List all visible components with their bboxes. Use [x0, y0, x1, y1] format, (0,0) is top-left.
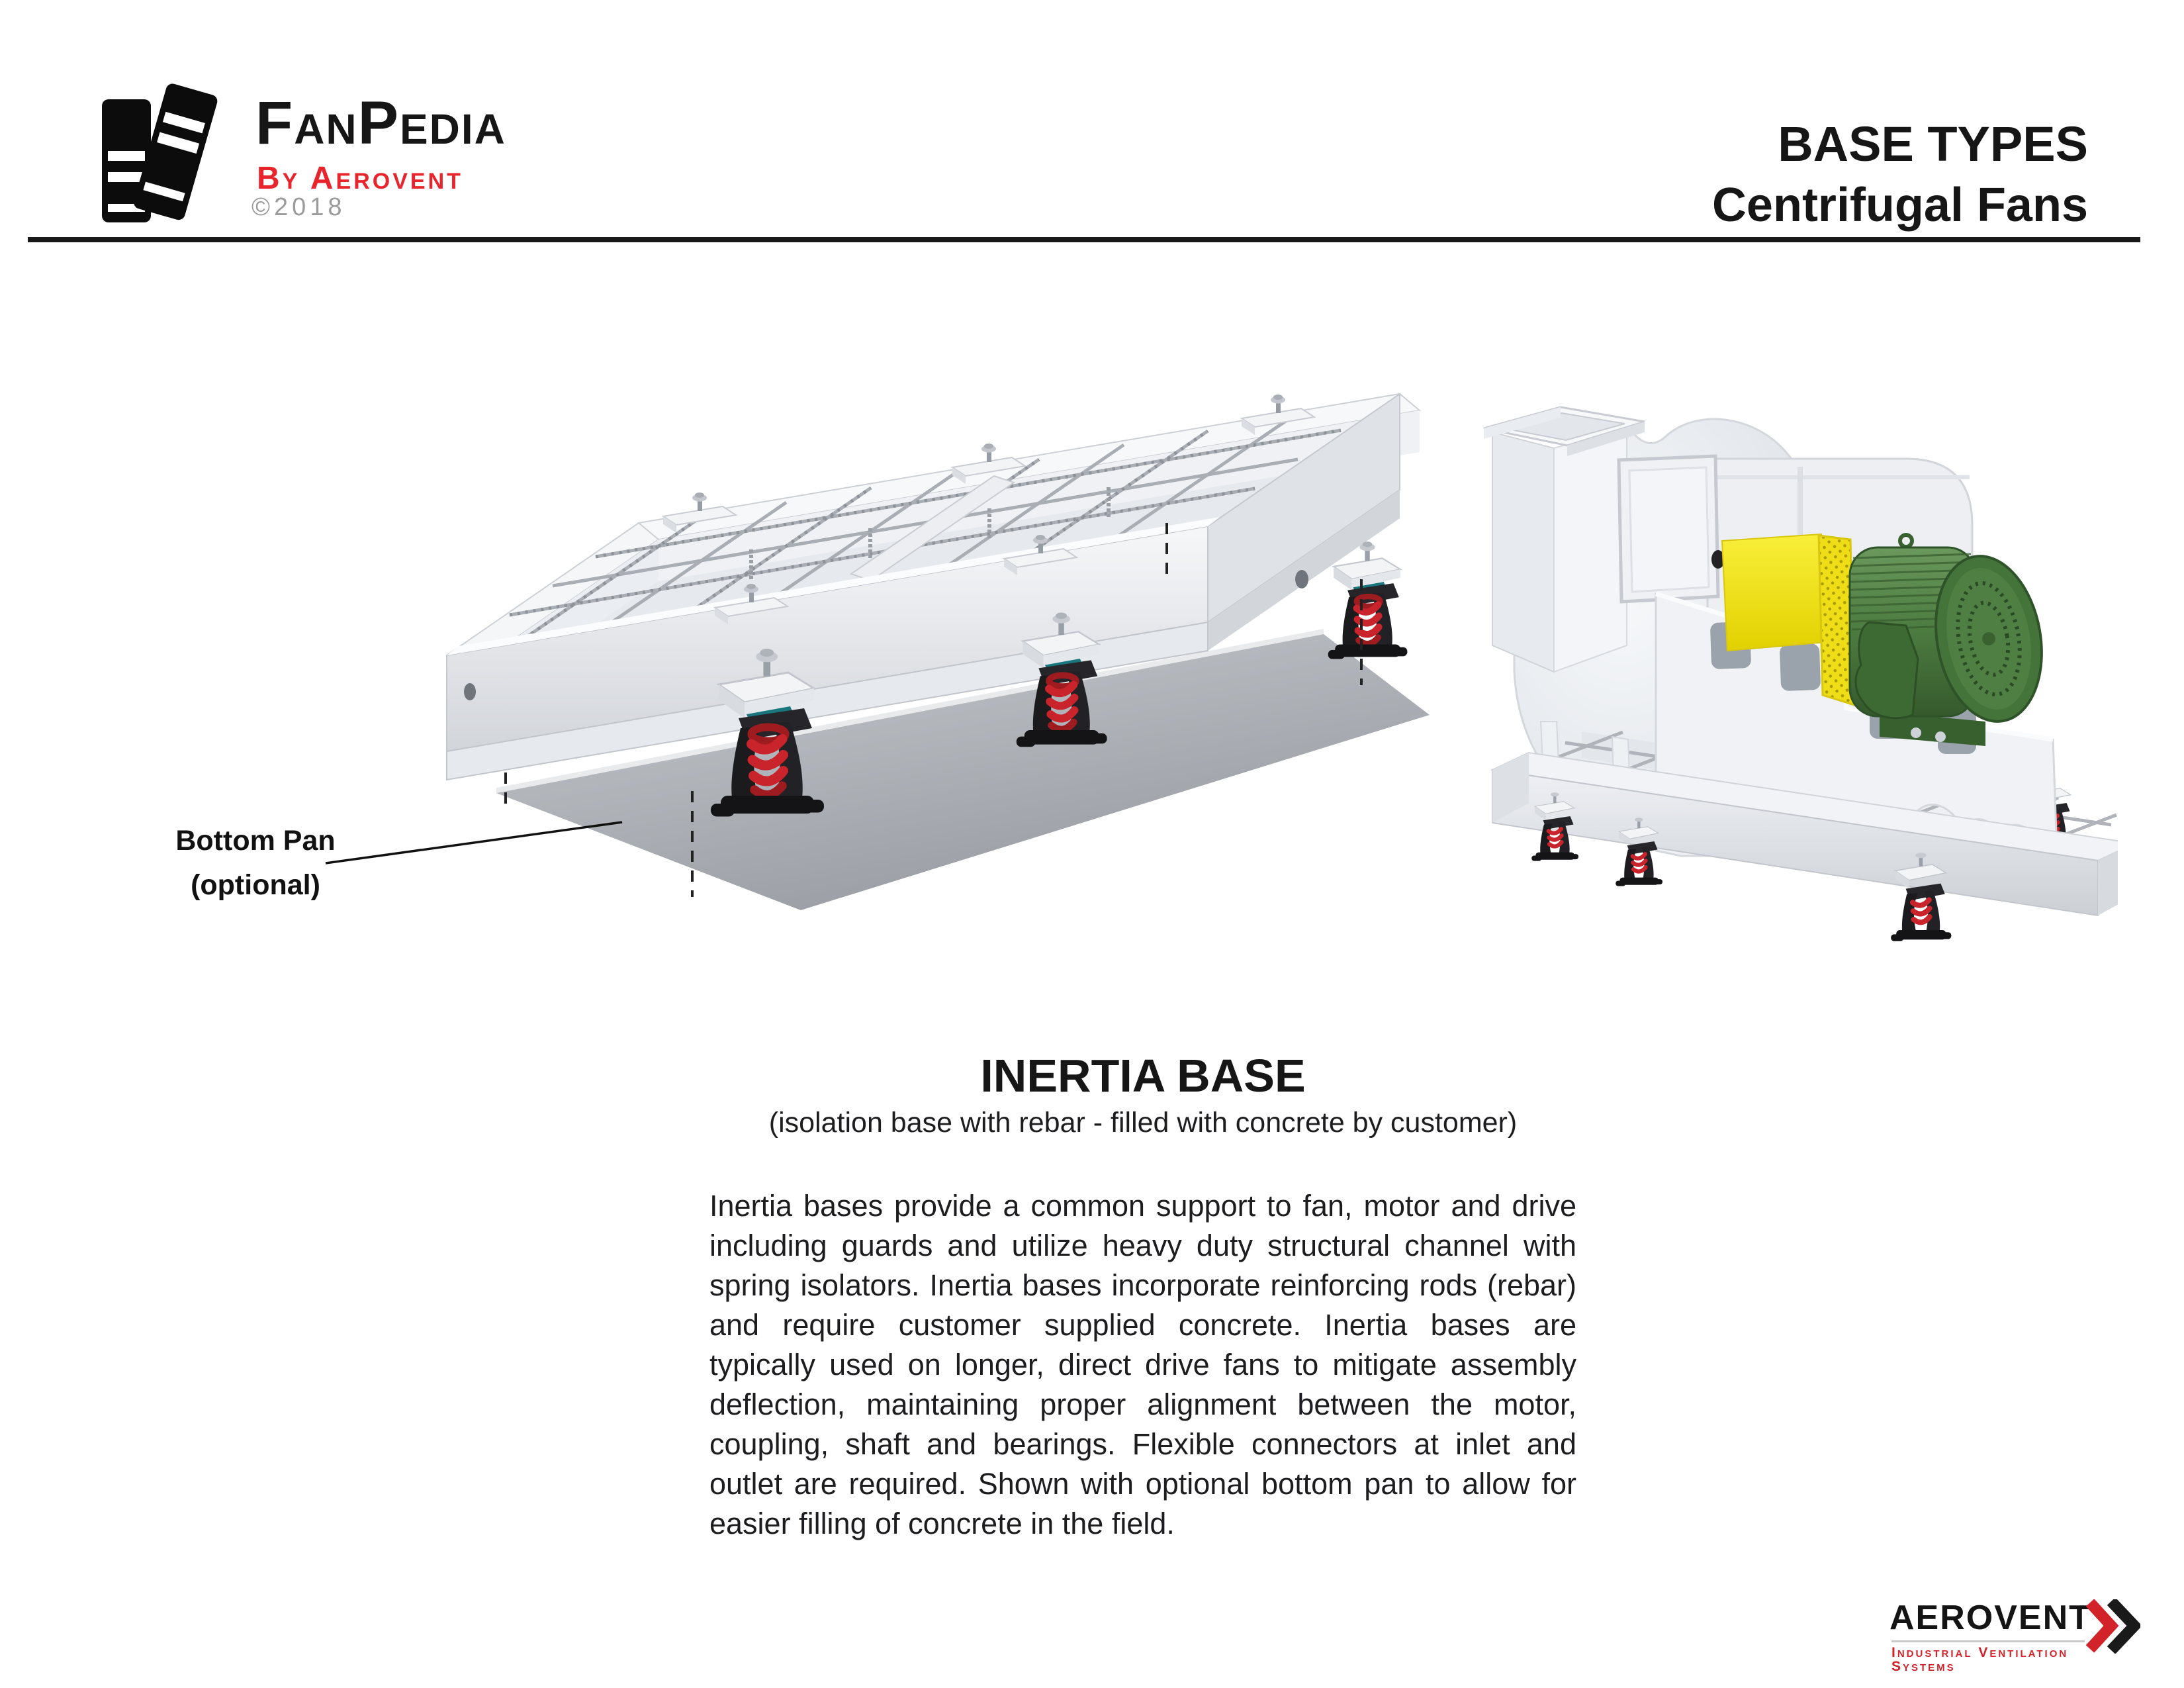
motor-conduit-box — [1854, 621, 1919, 720]
header-divider — [28, 237, 2140, 242]
near-rail — [446, 517, 1220, 781]
double-chevron-right-icon — [2086, 1599, 2140, 1654]
coupling-guard — [1711, 533, 1856, 707]
bottom-pan-callout: Bottom Pan (optional) — [150, 819, 361, 908]
footer-divider — [1891, 1640, 2085, 1642]
motor — [1848, 533, 2043, 746]
brand-title: FanPedia — [255, 89, 506, 157]
section-heading: INERTIA BASE — [980, 1050, 1306, 1102]
footer-brand: AEROVENT — [1889, 1599, 2091, 1637]
callout-line1: Bottom Pan — [175, 825, 336, 857]
rebar-texture — [509, 428, 1342, 640]
anchor-studs — [749, 485, 1111, 579]
bottom-pan — [496, 629, 1430, 910]
brand-copyright: ©2018 — [251, 193, 346, 221]
inertia-base-illustration — [407, 381, 1453, 996]
section-body-paragraph: Inertia bases provide a common support t… — [709, 1189, 1576, 1540]
callout-line2: (optional) — [191, 869, 320, 901]
section-subheading: (isolation base with rebar - filled with… — [768, 1107, 1518, 1139]
footer-tagline: Industrial Ventilation Systems — [1891, 1645, 2069, 1674]
doc-title-line1: BASE TYPES — [1778, 117, 2088, 171]
base-near-rail — [1490, 751, 2118, 917]
projection-lines — [504, 523, 1363, 897]
outlet-duct — [1483, 406, 1645, 673]
brand-byline: By Aerovent — [257, 161, 463, 196]
callout-leader-line — [316, 813, 627, 869]
bearing-frame — [1617, 454, 1720, 604]
mounting-lugs — [661, 395, 1316, 624]
document-title: BASE TYPES Centrifugal Fans — [1712, 114, 2088, 236]
books-icon — [97, 73, 229, 226]
motor-end-cap — [1934, 555, 2043, 723]
doc-title-line2: Centrifugal Fans — [1711, 179, 2088, 232]
centrifugal-fan-illustration — [1482, 361, 2118, 976]
